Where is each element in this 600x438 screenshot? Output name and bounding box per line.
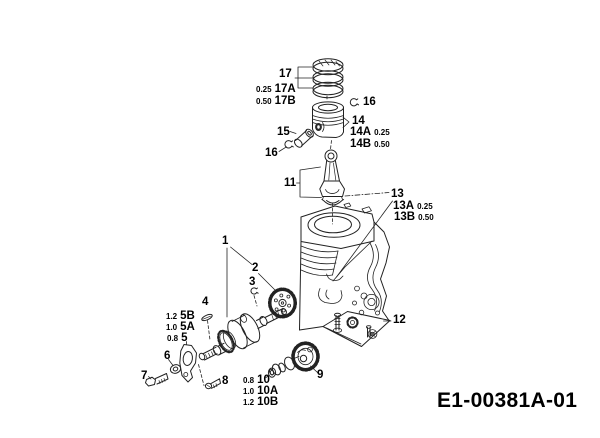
part-number: 16 — [363, 96, 376, 108]
part-number: 14 — [352, 115, 365, 127]
part-number: 10B — [257, 396, 279, 408]
part-number: 17A — [274, 83, 296, 95]
leader-2 — [258, 273, 277, 292]
part-label-12: 12 — [393, 314, 406, 327]
part-number: 8 — [222, 375, 229, 387]
part-label-2: 2 — [252, 262, 259, 275]
piston-pin-art — [289, 128, 314, 148]
part-number: 17 — [279, 68, 292, 80]
woodruff-key-art — [201, 313, 213, 341]
part-number: 14A — [350, 126, 372, 138]
cam-ring-art — [265, 367, 277, 378]
part-number: 7 — [141, 370, 148, 382]
cylinder-block-art — [299, 202, 392, 347]
size-value: 0.50 — [374, 140, 390, 149]
size-value: 0.50 — [256, 97, 272, 106]
leader-1-diagonal — [230, 246, 253, 265]
part-label-17: 17 — [279, 68, 292, 81]
washer-art — [168, 359, 182, 374]
part-label-16-upper: 16 — [363, 96, 376, 109]
part-number: 1 — [222, 235, 229, 247]
part-number: 10A — [257, 385, 279, 397]
circlip-upper-art — [349, 98, 359, 107]
part-label-11: 11 — [284, 177, 297, 190]
piston-art — [312, 101, 350, 138]
size-value: 0.25 — [256, 85, 272, 94]
leader-13-upper — [344, 192, 390, 197]
part-number: 13B — [394, 211, 416, 223]
part-number: 5A — [180, 321, 195, 333]
size-value: 0.8 — [243, 376, 255, 385]
part-label-8: 8 — [222, 375, 229, 388]
bolt-art — [145, 373, 169, 387]
size-value: 0.25 — [374, 128, 390, 137]
part-label-13: 13 — [391, 188, 404, 201]
part-label-14: 14 — [352, 115, 365, 128]
part-label-9: 9 — [317, 369, 324, 382]
part-number: 15 — [277, 126, 290, 138]
circlip-lower-art — [278, 140, 294, 152]
part-number: 6 — [164, 350, 171, 362]
size-value: 0.50 — [418, 213, 434, 222]
part-number: 3 — [249, 276, 256, 288]
part-number: 17B — [274, 95, 296, 107]
screw-art — [198, 364, 221, 390]
crankshaft-art — [198, 307, 287, 361]
size-value: 1.0 — [166, 323, 178, 332]
gasket-art — [179, 341, 197, 383]
connecting-rod-art — [296, 140, 345, 206]
timing-gear-art — [268, 287, 297, 319]
part-number: 12 — [393, 314, 406, 326]
part-label-6: 6 — [164, 350, 171, 363]
drawing-number: E1-00381A-01 — [437, 389, 578, 412]
part-label-16-lower: 16 — [265, 147, 278, 160]
part-number: 16 — [265, 147, 278, 159]
part-label-7: 7 — [141, 370, 148, 383]
part-label-4: 4 — [202, 296, 209, 309]
part-number: 9 — [317, 369, 324, 381]
piston-rings-art — [294, 58, 344, 102]
part-number: 2 — [252, 262, 259, 274]
size-value: 0.8 — [167, 334, 179, 343]
part-number: 11 — [284, 177, 297, 189]
size-value: 0.25 — [417, 202, 433, 211]
part-label-15: 15 — [277, 126, 290, 139]
part-number: 4 — [202, 296, 209, 308]
size-value: 1.0 — [243, 387, 255, 396]
part-number: 14B — [350, 138, 372, 150]
part-number: 10 — [257, 374, 270, 386]
camshaft-art — [268, 341, 320, 376]
part-label-1: 1 — [222, 235, 229, 248]
clip-art — [250, 287, 259, 307]
part-number: 5B — [180, 310, 195, 322]
size-value: 1.2 — [166, 312, 178, 321]
part-number: 13 — [391, 188, 404, 200]
part-label-3: 3 — [249, 276, 256, 289]
part-number: 5 — [181, 332, 188, 344]
size-value: 1.2 — [243, 398, 255, 407]
part-number: 13A — [393, 200, 415, 212]
leader-13-lower — [336, 200, 393, 278]
